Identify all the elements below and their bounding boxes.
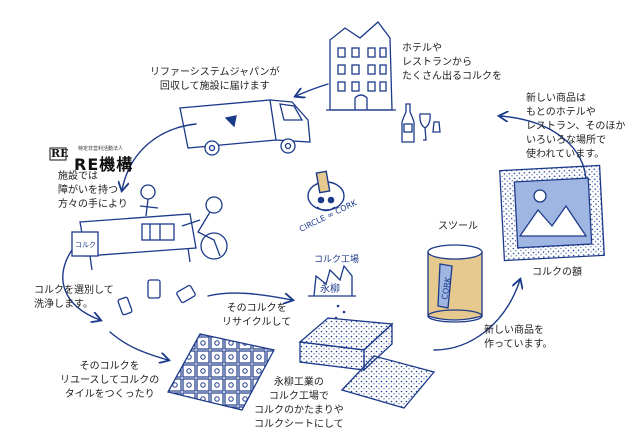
arrow-hotel-to-truck <box>296 83 329 96</box>
note-line: そのコルクを <box>79 361 140 372</box>
circle-cork-wordmark: CIRCLE ∞ CORK <box>298 198 359 234</box>
re-logo-mark-box <box>49 147 67 161</box>
arrow-sort-to-reuse <box>109 331 168 360</box>
factory-board-text: 永柳 <box>320 282 340 295</box>
factory-dots <box>334 304 346 320</box>
stool-brand-text: CORK <box>440 276 453 301</box>
note-line: いろいろな場所で <box>526 135 606 146</box>
note-line: 使われています。 <box>526 149 605 160</box>
note-line: 新しい商品を <box>484 325 544 336</box>
note-line: もとのホテルや <box>526 107 596 118</box>
note-hotel: ホテルや レストランから たくさん出るコルクを <box>402 42 502 84</box>
re-logo-title: RE機構 <box>74 155 134 174</box>
note-line: 方々の手により <box>58 199 128 210</box>
note-new-products-make: 新しい商品を 作っています。 <box>484 324 553 352</box>
cork-frame-sketch <box>499 164 605 262</box>
factory-sign-text: コルク工場 <box>314 253 359 265</box>
note-refire: リファーシステムジャパンが 回収して施設に届けます <box>150 66 280 94</box>
note-line: たくさん出るコルクを <box>402 71 502 82</box>
note-line: コルク工場で <box>268 391 329 402</box>
re-logo-subtitle: 特定非営利活動法人 <box>78 146 124 152</box>
box-label-text: コルク <box>75 241 96 249</box>
re-logo-mark: RE <box>51 147 69 160</box>
note-reuse: そのコルクを リユースしてコルクの タイルをつくったり <box>60 360 159 402</box>
loose-corks-sketch <box>117 279 196 316</box>
stool-sketch <box>427 244 483 323</box>
note-line: 新しい商品は <box>526 93 586 104</box>
bottles-sketch <box>401 103 441 143</box>
note-line: 永柳工業の <box>273 377 324 388</box>
note-line: レストランから <box>402 57 472 68</box>
cork-tiles-sketch <box>167 333 275 411</box>
arrow-truck-to-re <box>122 123 197 190</box>
circle-cork-logo <box>307 170 345 212</box>
note-sort: コルクを選別して 洗浄します。 <box>34 284 114 312</box>
note-line: 回収して施設に届けます <box>159 81 270 92</box>
note-line: ホテルや <box>402 43 442 54</box>
note-line: コルクのかたまりや <box>254 405 344 416</box>
note-line: 施設では <box>58 171 98 182</box>
note-line: リファーシステムジャパンが <box>150 67 280 78</box>
note-line: リユースしてコルクの <box>60 375 160 386</box>
note-line: 障がいを持つ <box>58 185 118 196</box>
note-new-products-hotel: 新しい商品は もとのホテルや レストラン、そのほか いろいろな場所で 使われてい… <box>526 92 625 162</box>
factory-sketch <box>308 264 356 297</box>
note-line: リサイクルして <box>222 317 292 328</box>
note-facility: 施設では 障がいを持つ 方々の手により <box>58 170 128 212</box>
arrow-facility-down <box>62 249 100 320</box>
facility-workers-sketch <box>71 184 228 271</box>
note-frame: コルクの額 <box>532 267 582 278</box>
note-stool: スツール <box>438 221 478 232</box>
note-factory: 永柳工業の コルク工場で コルクのかたまりや コルクシートにして <box>254 376 344 432</box>
hotel-building-sketch <box>326 21 396 111</box>
note-line: そのコルクを <box>226 303 287 314</box>
cork-sheet-sketch <box>340 355 436 409</box>
note-line: 洗浄します。 <box>34 299 93 310</box>
truck-sketch <box>179 99 311 156</box>
note-line: 作っています。 <box>484 339 553 350</box>
arrow-sort-to-recycle <box>207 292 292 300</box>
note-recycle: そのコルクを リサイクルして <box>222 302 291 330</box>
note-line: コルクシートにして <box>254 419 344 430</box>
arrow-factory-to-products <box>433 280 520 351</box>
note-line: タイルをつくったり <box>64 389 155 400</box>
note-line: コルクを選別して <box>34 285 114 296</box>
note-line: レストラン、そのほか <box>526 121 626 132</box>
